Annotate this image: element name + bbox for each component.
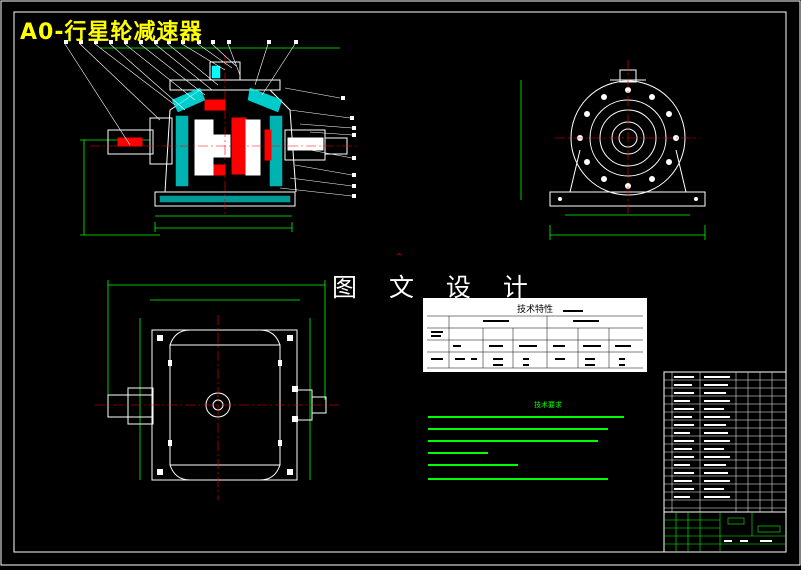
technical-requirements: 技术要求 [428,400,668,494]
requirements-title: 技术要求 [534,401,562,409]
view-marker: ^ [396,252,403,261]
inner-border [13,11,787,553]
side-view [520,60,706,240]
requirements-text-lines [428,416,624,466]
drawing-title: A0-行星轮减速器 [20,20,203,45]
spec-table-title: 技术特性 [516,305,553,315]
parts-list [663,371,787,553]
requirements-last-line [428,478,608,480]
watermark-text: 图 文 设 计 [332,273,540,302]
front-section-view [64,40,360,236]
top-view [95,280,340,500]
technical-spec-table: 技术特性 [423,298,647,372]
spec-table-grid [427,310,643,369]
